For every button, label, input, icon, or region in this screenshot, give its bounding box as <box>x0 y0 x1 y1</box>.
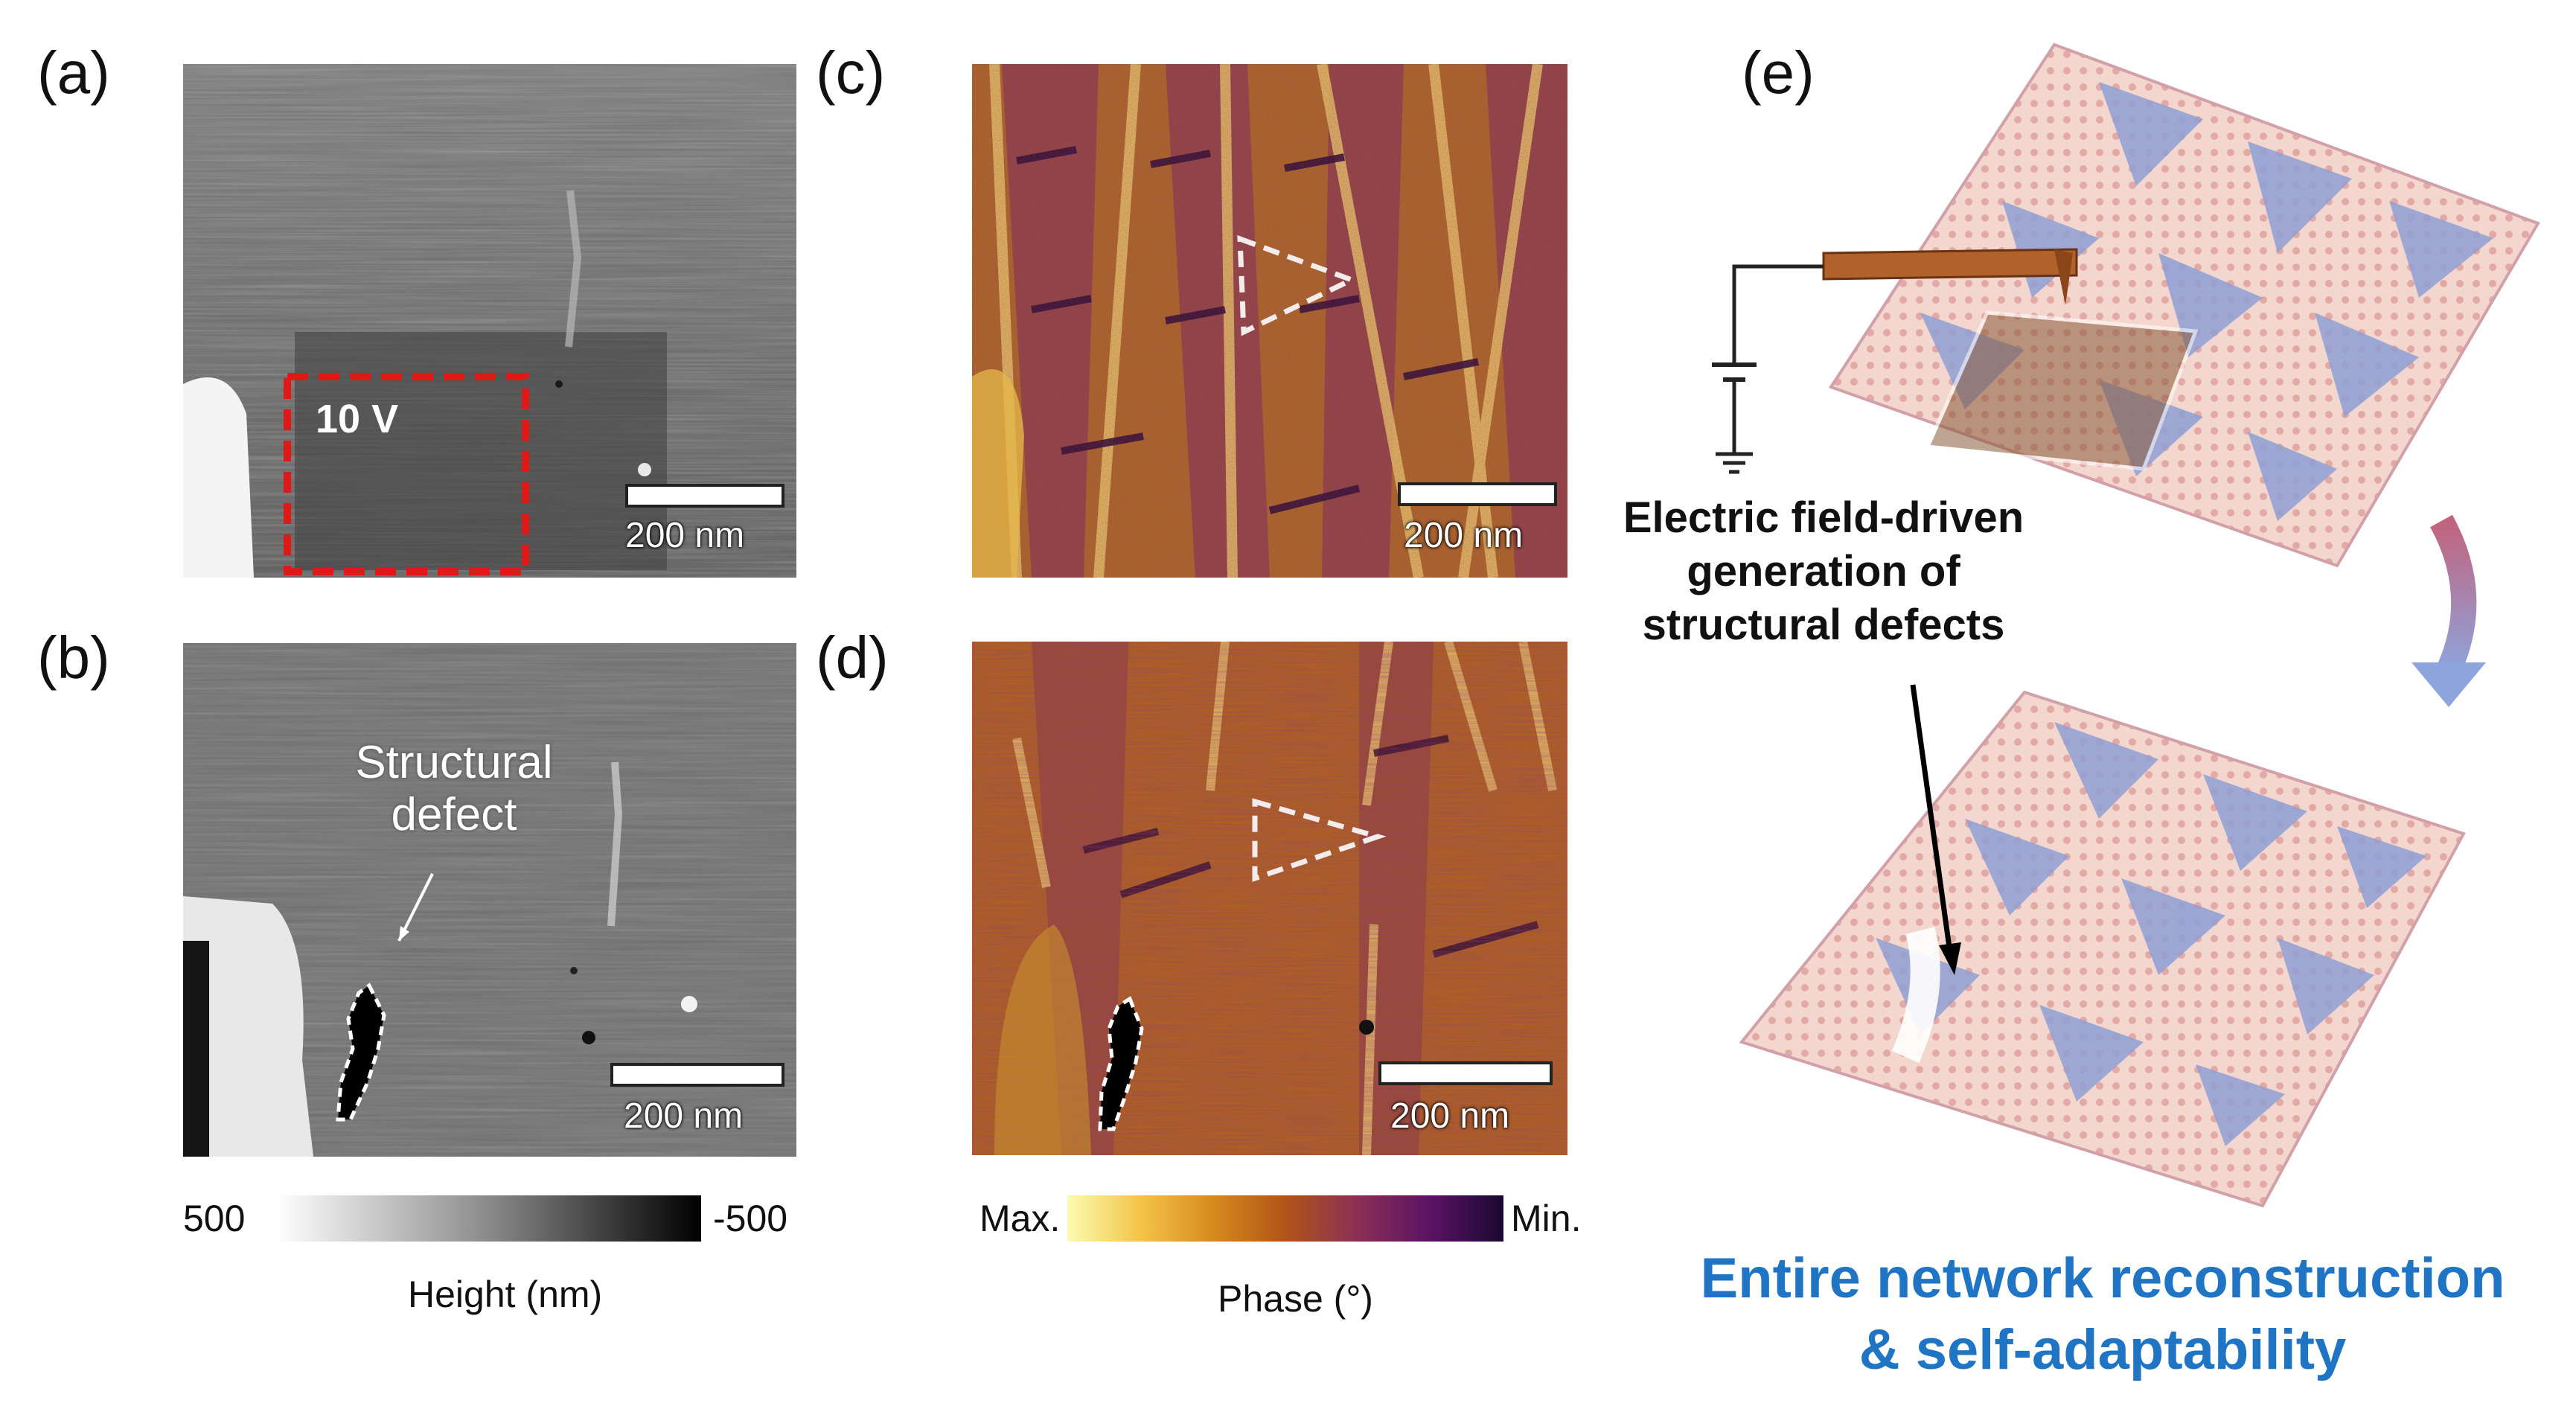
down-arrow-icon <box>2430 514 2477 675</box>
scale-bar-a <box>625 484 784 508</box>
defect-outline-d <box>1098 996 1144 1131</box>
bias-region-box <box>284 373 529 575</box>
generated-defect <box>1891 927 1940 1064</box>
scale-bar-d <box>1378 1061 1553 1085</box>
phase-colorbar <box>1067 1195 1503 1242</box>
lattice-sheet-bottom <box>1739 690 2466 1208</box>
panel-label-d: (d) <box>816 624 889 691</box>
afm-tip-icon <box>1822 248 2078 305</box>
defect-annotation-line2: defect <box>391 789 517 840</box>
lattice-sheet-top <box>1828 42 2540 568</box>
bias-label: 10 V <box>316 397 399 441</box>
battery-icon <box>1712 362 1757 382</box>
scale-label-d: 200 nm <box>1390 1096 1510 1136</box>
domain-triangle-c <box>1237 234 1358 336</box>
scale-bar-b <box>610 1063 784 1087</box>
scanned-region <box>1925 310 2199 471</box>
field-caption: Electric field-driven generation of stru… <box>1585 491 2062 652</box>
height-map-a <box>183 64 796 578</box>
domain-triangle-d <box>1252 798 1387 882</box>
defect-outline-b <box>336 983 386 1122</box>
field-caption-line3: structural defects <box>1642 601 2005 649</box>
phase-map-c <box>972 64 1567 578</box>
height-colorbar-max: 500 <box>183 1198 246 1239</box>
ground-icon <box>1716 452 1753 474</box>
phase-colorbar-max: Max. <box>979 1198 1061 1239</box>
schematic-e <box>1682 30 2576 1236</box>
defect-annotation-line1: Structural <box>355 737 553 788</box>
panel-label-e: (e) <box>1742 39 1815 106</box>
panel-label-a: (a) <box>37 39 110 106</box>
defect-annotation: Structural defect <box>327 737 581 841</box>
scale-label-c: 200 nm <box>1404 516 1524 555</box>
height-colorbar-min: -500 <box>713 1198 788 1239</box>
phase-colorbar-title: Phase (°) <box>1218 1278 1373 1320</box>
conclusion-line1: Entire network reconstruction <box>1700 1247 2505 1310</box>
height-colorbar-title: Height (nm) <box>408 1274 603 1315</box>
panel-label-b: (b) <box>37 624 110 691</box>
panel-label-c: (c) <box>816 39 886 106</box>
conclusion-line2: & self-adaptability <box>1859 1318 2347 1381</box>
conclusion-caption: Entire network reconstruction & self-ada… <box>1637 1243 2568 1386</box>
field-caption-line1: Electric field-driven <box>1623 493 2024 542</box>
phase-colorbar-min: Min. <box>1511 1198 1582 1239</box>
height-colorbar <box>277 1195 701 1242</box>
defect-pointer <box>1910 684 1953 953</box>
scale-label-b: 200 nm <box>624 1096 744 1136</box>
scale-bar-c <box>1398 482 1557 506</box>
scale-label-a: 200 nm <box>625 516 745 555</box>
field-caption-line2: generation of <box>1687 547 1960 595</box>
